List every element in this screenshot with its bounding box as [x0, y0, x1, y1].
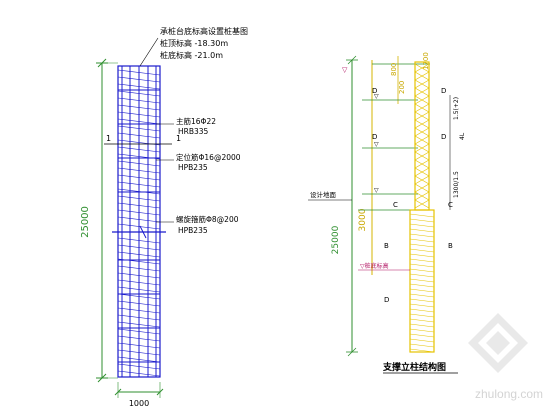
letter-b2: B [448, 242, 453, 250]
section-mark-right: 1 [176, 134, 181, 143]
letter-c2: C [448, 201, 453, 209]
top-dim-200: 200 [398, 81, 406, 94]
main-bar-grade: HRB335 [178, 127, 209, 136]
letter-c1: C [393, 201, 398, 209]
level-arrow-1: ▽ [374, 93, 379, 100]
height-dim-label: 25000 [80, 206, 91, 238]
ground-level-label: 设计地面 [310, 190, 337, 199]
right-column-drawing: 25000 3000 800 1700 200 ▽ ▽ ▽ ▽ 设计地面 1.5 [308, 52, 466, 374]
side-dim-1: 1.5(+2) [453, 97, 460, 120]
watermark-text: zhulong.com [475, 387, 543, 401]
letter-d4: D [441, 133, 446, 141]
spiral-grade: HPB235 [178, 226, 208, 235]
letter-d5: D [384, 296, 389, 304]
pile-bottom-note: ▽桩底标高 [360, 262, 389, 270]
pile-lower [409, 209, 435, 353]
lower-dim-label: 3000 [358, 208, 368, 231]
spiral-label: 螺旋箍筋Φ8@200 [176, 214, 239, 224]
section-mark-left: 1 [106, 134, 111, 143]
main-bar-label: 主筋16Φ22 [176, 116, 216, 126]
top-note-line2: 桩顶标高 -18.30m [160, 38, 228, 48]
right-caption: 支撑立柱结构图 [382, 361, 446, 373]
letter-d2: D [441, 87, 446, 95]
width-dim-label: 1000 [129, 399, 149, 408]
pile-lower-stirrups [409, 213, 435, 353]
level-arrow-2: ▽ [374, 141, 379, 148]
side-dim-3: 1300/1.5 [453, 171, 460, 198]
total-dim-label: 25000 [331, 225, 341, 254]
top-note-line1: 承桩台底标高设置桩基图 [160, 26, 248, 36]
column-lattice [414, 63, 430, 209]
top-dim-800: 800 [390, 63, 398, 76]
level-lines [358, 99, 418, 211]
spiral-stirrups [117, 69, 161, 377]
watermark: zhulong.com [468, 313, 543, 401]
level-arrow-3: ▽ [374, 187, 379, 194]
letter-b1: B [384, 242, 389, 250]
letter-d3: D [372, 133, 377, 141]
side-dim-2: 4L [459, 132, 466, 140]
top-left-mark: ▽ [342, 66, 348, 74]
left-pile-drawing: 25000 1000 1 1 承桩台底标高设置桩基图 桩顶标高 -18.30m … [80, 26, 248, 408]
stirrup-fix-grade: HPB235 [178, 163, 208, 172]
top-dim-1700: 1700 [422, 52, 430, 70]
watermark-logo [468, 313, 528, 373]
letter-d1: D [372, 87, 377, 95]
stirrup-fix-label: 定位筋Φ16@2000 [176, 152, 241, 162]
top-note-line3: 桩底标高 -21.0m [160, 50, 223, 60]
